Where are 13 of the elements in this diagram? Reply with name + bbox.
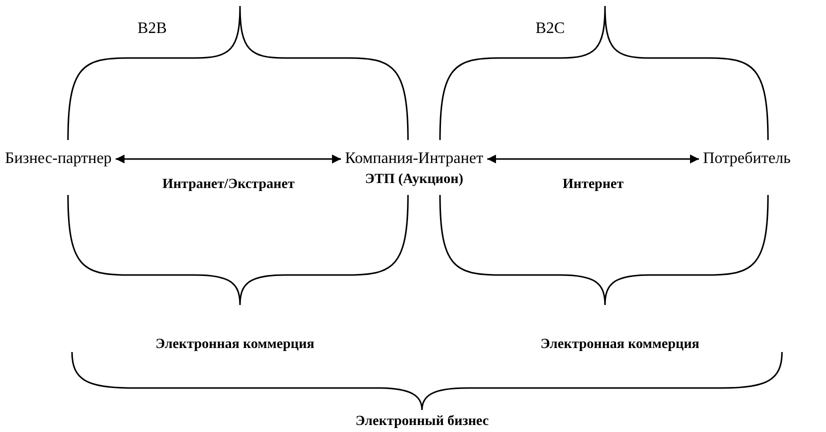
edge-label: Интранет/Экстранет (162, 177, 295, 193)
edge-label: Интернет (562, 177, 624, 193)
node-label: Потребитель (703, 150, 791, 168)
node-label: Бизнес-партнер (5, 150, 112, 168)
group-title: B2B (138, 20, 167, 38)
category-label: Электронная коммерция (540, 337, 700, 353)
category-label: Электронный бизнес (356, 414, 489, 430)
double-arrow (116, 154, 341, 164)
category-label: Электронная коммерция (156, 337, 314, 353)
node-label: Компания-Интранет (345, 150, 484, 168)
double-arrow (487, 154, 699, 164)
group-title: B2C (536, 20, 565, 38)
node-sublabel: ЭТП (Аукцион) (364, 172, 464, 188)
